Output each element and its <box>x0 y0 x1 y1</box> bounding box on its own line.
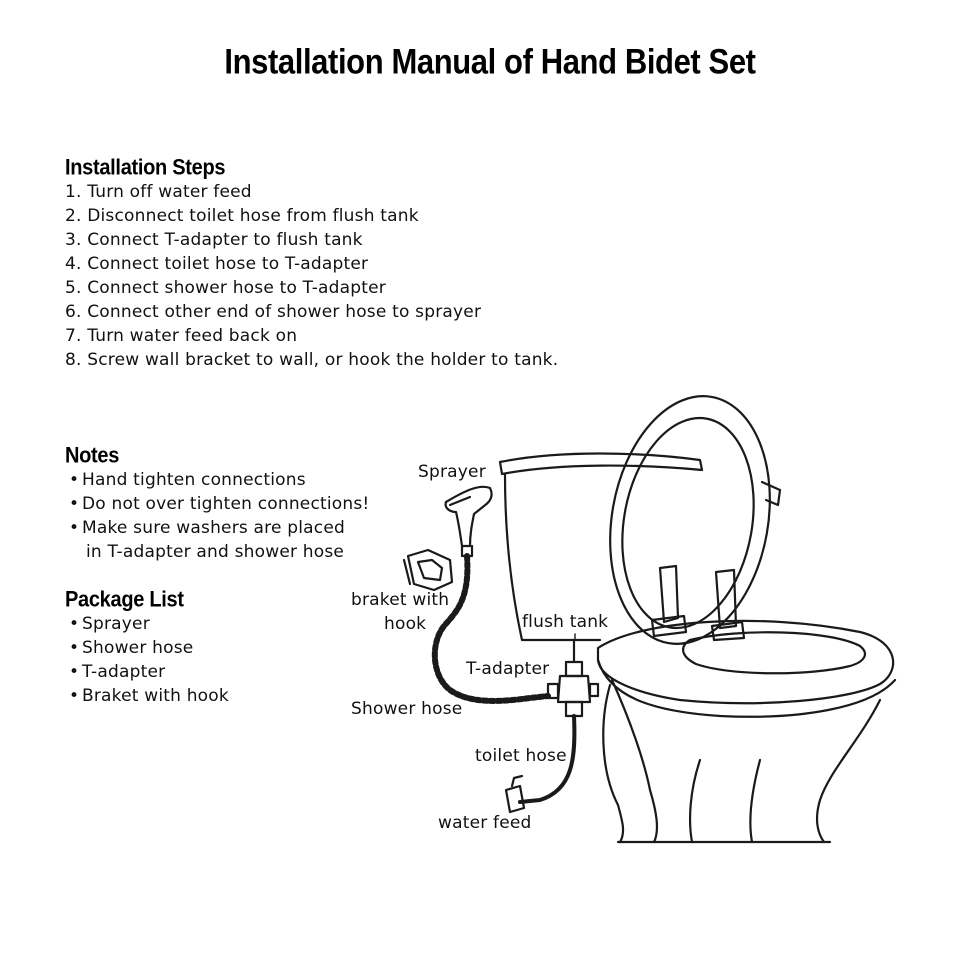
installation-steps-heading: Installation Steps <box>65 155 226 181</box>
bullet-glyph: • <box>69 470 80 490</box>
bullet-glyph: • <box>69 638 80 658</box>
installation-steps-section: Installation Steps 1. Turn off water fee… <box>65 156 558 372</box>
note-text: Do not over tighten connections! <box>82 494 370 514</box>
package-list: •Sprayer •Shower hose •T-adapter •Braket… <box>65 612 229 708</box>
bracket-label-line2: hook <box>384 614 427 634</box>
water-feed-valve-illustration <box>506 776 524 812</box>
toilet-illustration <box>500 383 895 842</box>
note-item: •Make sure washers are placed in T-adapt… <box>65 516 369 564</box>
package-item: •Braket with hook <box>65 684 229 708</box>
step-item: 7. Turn water feed back on <box>65 326 298 346</box>
bullet-glyph: • <box>69 662 80 682</box>
step-item: 4. Connect toilet hose to T-adapter <box>65 254 369 274</box>
step-item: 3. Connect T-adapter to flush tank <box>65 230 363 250</box>
package-item: •Shower hose <box>65 636 229 660</box>
step-item: 5. Connect shower hose to T-adapter <box>65 278 386 298</box>
toilet-hose-illustration <box>520 716 574 802</box>
t-adapter-label: T-adapter <box>466 659 550 679</box>
note-item: •Hand tighten connections <box>65 468 369 492</box>
t-adapter-illustration <box>548 640 598 716</box>
sprayer-label: Sprayer <box>418 462 486 482</box>
water-feed-label: water feed <box>438 813 532 833</box>
flush-tank-label: flush tank <box>522 612 609 632</box>
notes-section: Notes •Hand tighten connections •Do not … <box>65 444 369 564</box>
toilet-hose-label: toilet hose <box>475 746 567 766</box>
package-text: Shower hose <box>82 638 194 658</box>
bullet-glyph: • <box>69 518 80 538</box>
installation-steps-list: 1. Turn off water feed 2. Disconnect toi… <box>65 180 558 372</box>
package-list-section: Package List •Sprayer •Shower hose •T-ad… <box>65 588 229 708</box>
package-item: •T-adapter <box>65 660 229 684</box>
step-item: 8. Screw wall bracket to wall, or hook t… <box>65 350 559 370</box>
shower-hose-illustration <box>435 556 548 701</box>
sprayer-illustration <box>446 487 492 556</box>
package-text: Braket with hook <box>82 686 229 706</box>
bullet-glyph: • <box>69 686 80 706</box>
shower-hose-label: Shower hose <box>351 699 463 719</box>
step-item: 6. Connect other end of shower hose to s… <box>65 302 482 322</box>
note-text: Make sure washers are placed <box>82 518 345 538</box>
bullet-glyph: • <box>69 614 80 634</box>
package-list-heading: Package List <box>65 587 184 613</box>
package-text: Sprayer <box>82 614 150 634</box>
bullet-glyph: • <box>69 494 80 514</box>
note-text-continued: in T-adapter and shower hose <box>86 542 345 562</box>
note-text: Hand tighten connections <box>82 470 306 490</box>
bracket-label-line1: braket with <box>351 590 450 610</box>
step-item: 1. Turn off water feed <box>65 182 252 202</box>
package-text: T-adapter <box>82 662 166 682</box>
note-item: •Do not over tighten connections! <box>65 492 369 516</box>
notes-list: •Hand tighten connections •Do not over t… <box>65 468 369 564</box>
bracket-hook-illustration <box>404 550 452 590</box>
step-item: 2. Disconnect toilet hose from flush tan… <box>65 206 419 226</box>
page-title: Installation Manual of Hand Bidet Set <box>224 41 756 82</box>
package-item: •Sprayer <box>65 612 229 636</box>
notes-heading: Notes <box>65 443 120 469</box>
